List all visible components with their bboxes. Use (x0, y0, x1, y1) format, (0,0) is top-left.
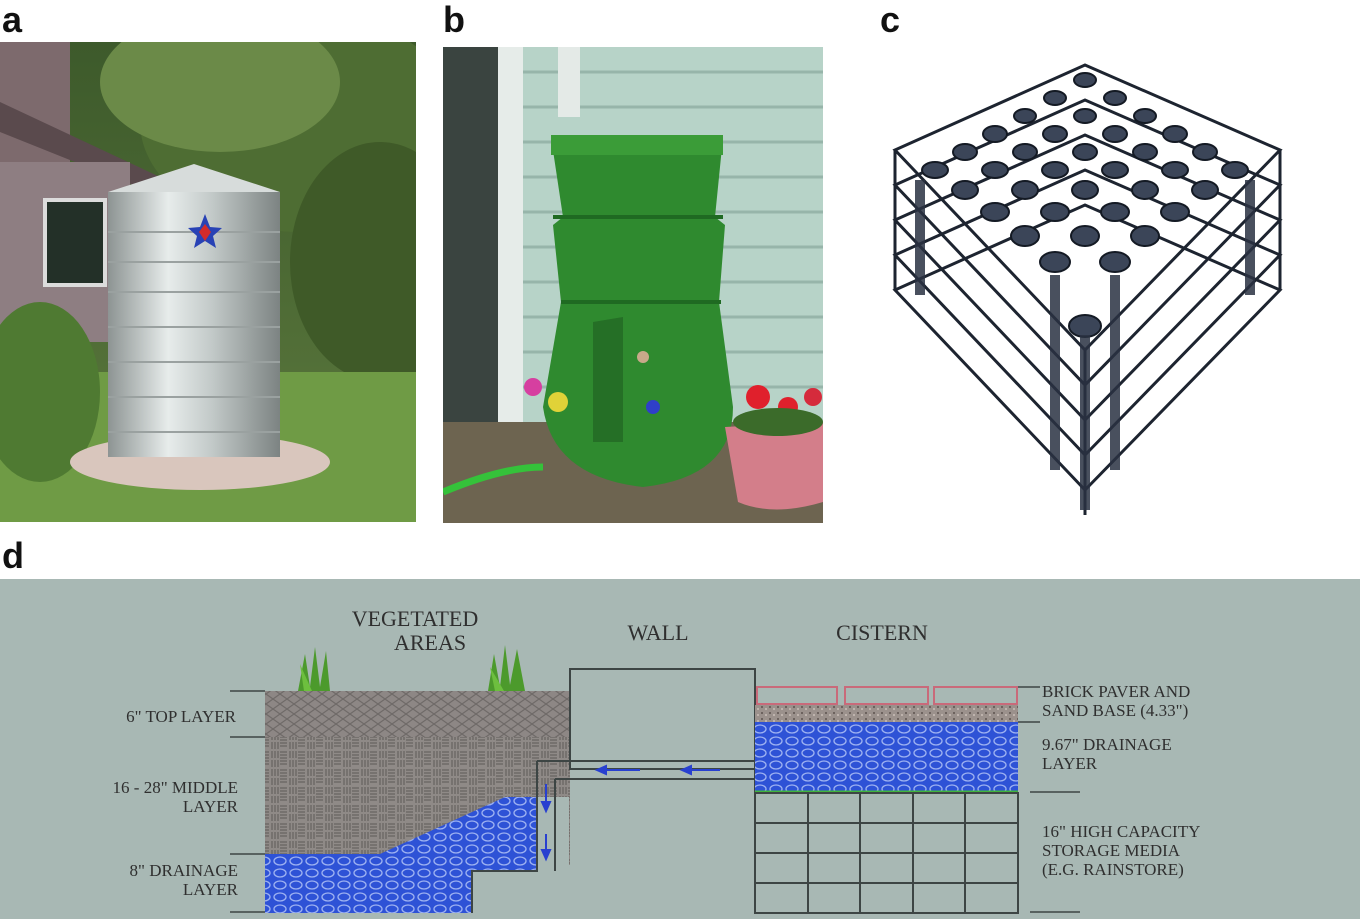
label-brick-paver-line1: BRICK PAVER AND (1042, 682, 1190, 701)
storage-media-grid (754, 792, 1019, 914)
cistern-drainage-layer (755, 722, 1018, 792)
label-cistern-drainage-line2: LAYER (1042, 754, 1098, 773)
label-storage-media-line2: STORAGE MEDIA (1042, 841, 1181, 860)
label-middle-layer-line2: LAYER (183, 797, 239, 816)
storage-crate-module-render (880, 50, 1290, 520)
label-drainage-layer-line2: LAYER (183, 880, 239, 899)
green-rain-barrel-photo (443, 47, 823, 523)
brick-paver-layer (756, 686, 1018, 705)
green-roof-cistern-diagram: VEGETATED AREAS WALL CISTERN (0, 579, 1360, 919)
label-storage-media-line1: 16" HIGH CAPACITY (1042, 822, 1200, 841)
flow-arrows (540, 764, 720, 862)
sand-base-layer (755, 705, 1018, 722)
header-wall: WALL (627, 620, 688, 645)
metal-rain-tank-photo (0, 42, 416, 522)
label-cistern-drainage-line1: 9.67" DRAINAGE (1042, 735, 1172, 754)
label-middle-layer-line1: 16 - 28" MIDDLE (113, 778, 238, 797)
label-top-layer: 6" TOP LAYER (126, 707, 237, 726)
header-vegetated-line1: VEGETATED (352, 606, 479, 631)
panel-letter-c: c (880, 0, 901, 40)
top-layer-soil (265, 691, 570, 737)
panel-letter-d: d (2, 535, 24, 576)
leader-lines (230, 686, 1080, 913)
panel-letter-b: b (443, 0, 465, 40)
label-brick-paver-line2: SAND BASE (4.33") (1042, 701, 1188, 720)
panel-letter-a: a (2, 0, 23, 40)
header-vegetated-line2: AREAS (394, 630, 466, 655)
label-storage-media-line3: (E.G. RAINSTORE) (1042, 860, 1184, 879)
drainage-layer-water (265, 797, 537, 913)
grass-tuft-left (298, 647, 330, 691)
header-cistern: CISTERN (836, 620, 928, 645)
label-drainage-layer-line1: 8" DRAINAGE (130, 861, 238, 880)
diagram-background (0, 579, 1360, 919)
grass-tuft-right (488, 645, 525, 691)
